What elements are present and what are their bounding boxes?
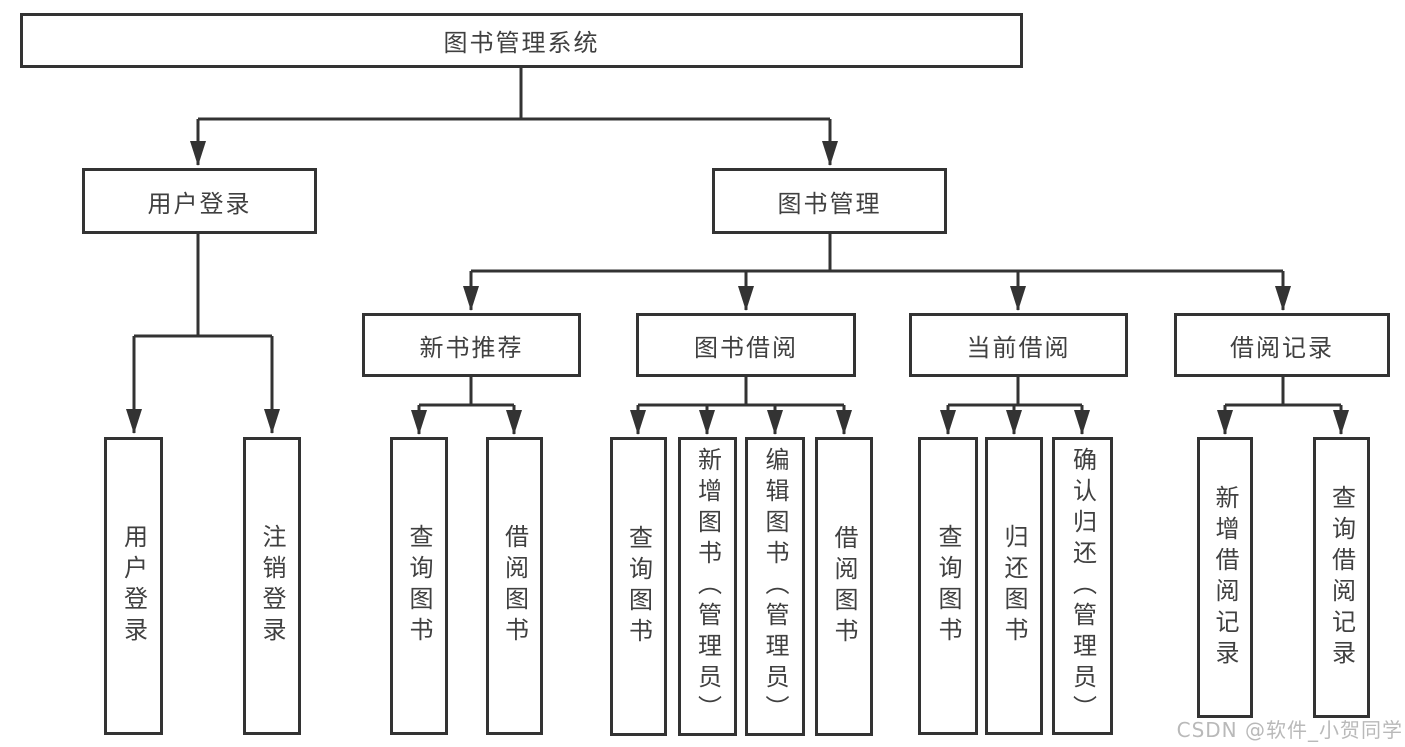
leaf-query-books-borrow: 查询图书 [610,437,667,736]
leaf-borrow-books-recommend: 借阅图书 [486,437,543,735]
leaf-add-borrow-record: 新增借阅记录 [1197,437,1253,718]
leaf-user-login: 用户登录 [104,437,163,735]
node-book-management: 图书管理 [712,168,947,234]
watermark-text: CSDN @软件_小贺同学 [1176,718,1403,742]
leaf-confirm-return-admin: 确认归还（管理员） [1052,437,1113,735]
leaf-borrow-books: 借阅图书 [815,437,873,736]
node-new-book-recommendation: 新书推荐 [362,313,581,377]
leaf-logout-login: 注销登录 [243,437,301,735]
node-user-login: 用户登录 [82,168,317,234]
leaf-query-books-recommend: 查询图书 [390,437,448,735]
node-book-borrowing: 图书借阅 [636,313,856,377]
node-library-system: 图书管理系统 [20,13,1023,68]
leaf-edit-books-admin: 编辑图书（管理员） [745,437,805,736]
leaf-add-books-admin: 新增图书（管理员） [678,437,737,736]
leaf-query-books-current: 查询图书 [918,437,978,735]
node-current-borrowing: 当前借阅 [909,313,1128,377]
node-borrowing-records: 借阅记录 [1174,313,1390,377]
leaf-return-books: 归还图书 [985,437,1043,735]
leaf-query-borrow-record: 查询借阅记录 [1313,437,1370,718]
